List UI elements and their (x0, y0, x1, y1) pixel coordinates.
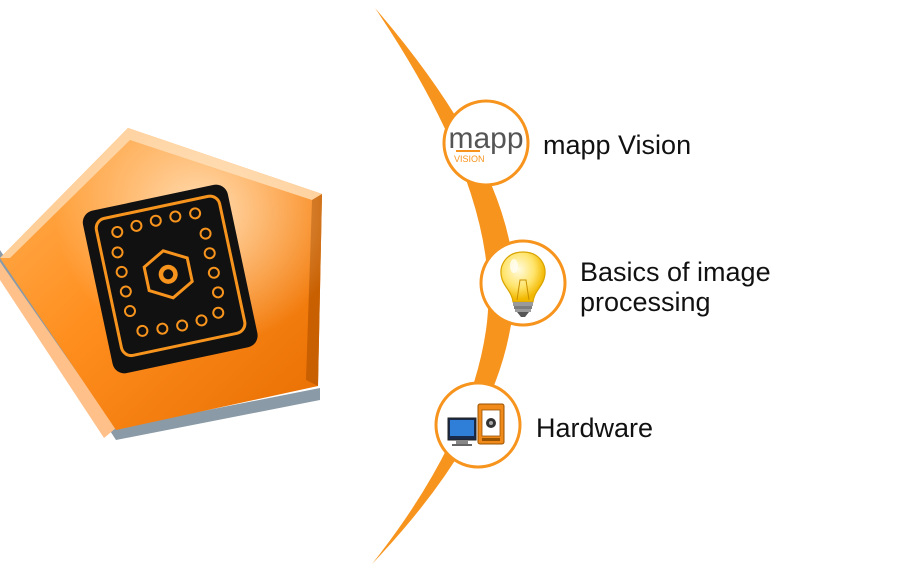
item-hardware (434, 381, 522, 469)
mapp-vision-logo-icon: mapp VISION (448, 122, 523, 164)
item-label-mapp-vision: mapp Vision (543, 130, 691, 160)
logo-sub-text: VISION (454, 154, 485, 164)
item-label-line: processing (580, 287, 711, 317)
lightbulb-icon (500, 251, 546, 317)
logo-main-text: mapp (448, 122, 523, 155)
item-label-basics: Basics of image processing (580, 257, 771, 317)
item-mapp-vision: mapp VISION (442, 99, 530, 187)
hardware-icon (447, 403, 505, 446)
connector-arc (372, 8, 515, 564)
item-label-line: Hardware (536, 413, 654, 443)
item-label-line: Basics of image (580, 257, 771, 287)
item-label-line: mapp Vision (543, 130, 692, 160)
vision-sensor-icon (82, 184, 258, 374)
item-label-hardware: Hardware (536, 413, 653, 443)
item-basics (479, 239, 567, 327)
